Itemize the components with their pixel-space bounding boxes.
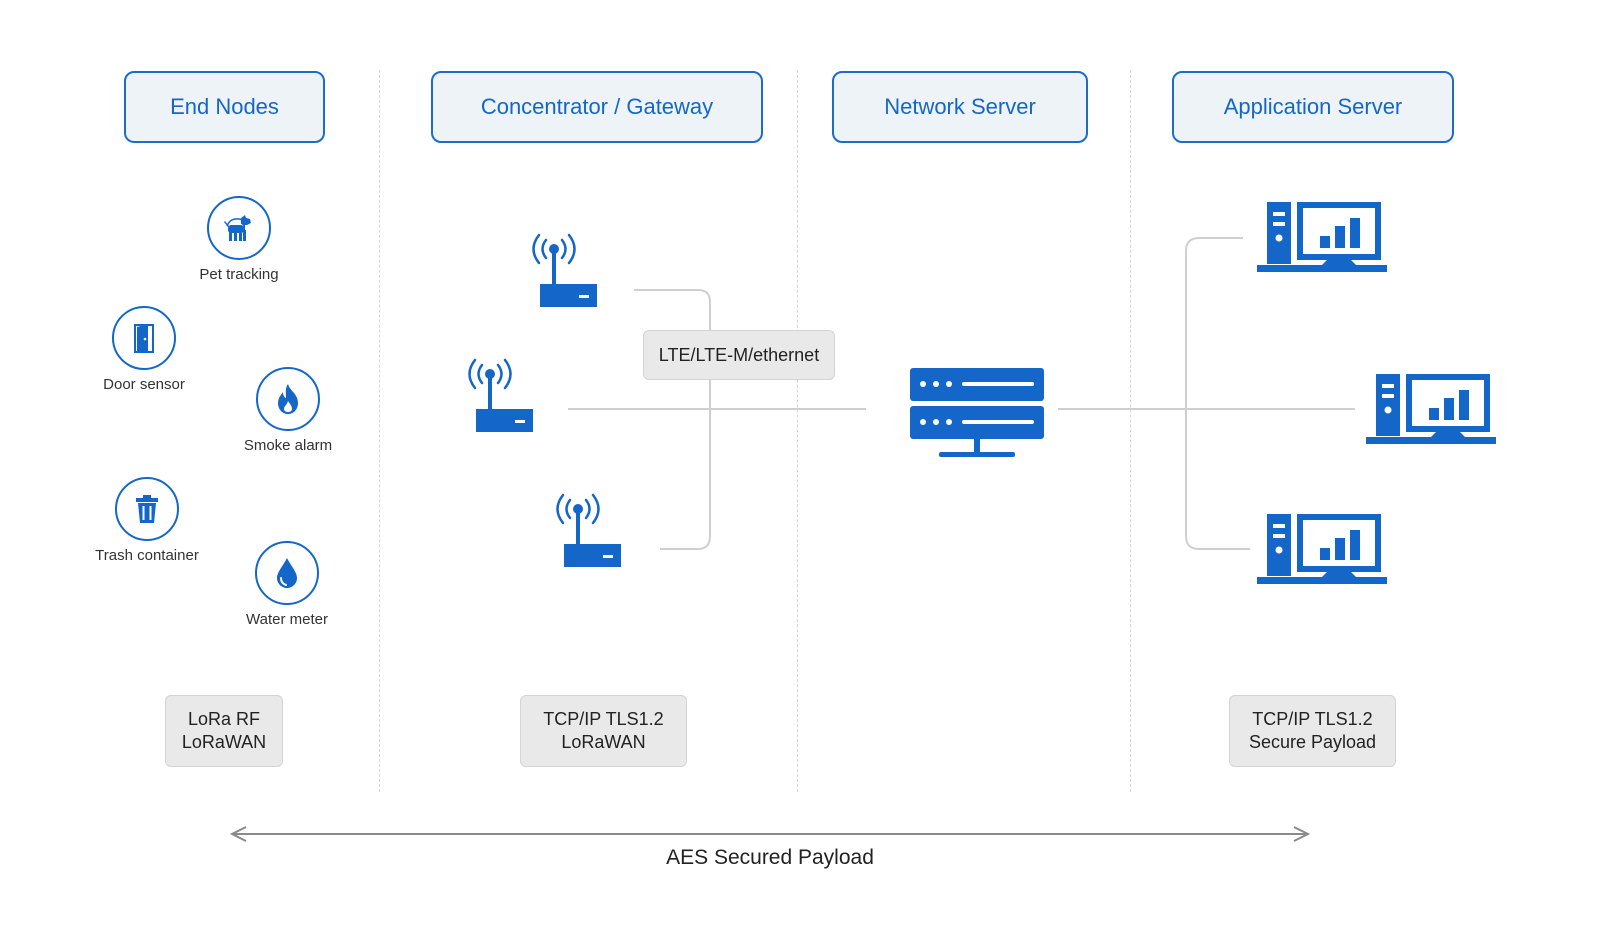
protocol-line: TCP/IP TLS1.2 (1252, 709, 1373, 729)
app-server-computer-icon (1366, 374, 1496, 444)
column-header-gateway: Concentrator / Gateway (431, 71, 763, 143)
app-server-computer-icon (1257, 202, 1387, 272)
water-drop-icon (255, 541, 319, 605)
fire-icon (256, 367, 320, 431)
protocol-line: LoRaWAN (181, 732, 267, 752)
column-divider (1130, 70, 1131, 792)
column-header-network-server: Network Server (832, 71, 1088, 143)
end-node-label: Water meter (246, 611, 328, 628)
protocol-box-application: TCP/IP TLS1.2 Secure Payload (1229, 695, 1396, 767)
protocol-line: TCP/IP TLS1.2 (543, 709, 664, 729)
column-divider (797, 70, 798, 792)
protocol-line: LoRaWAN (561, 732, 646, 752)
protocol-line: Secure Payload (1248, 732, 1377, 752)
column-header-application-server: Application Server (1172, 71, 1454, 143)
aes-payload-label: AES Secured Payload (666, 846, 874, 869)
aes-arrow-left-head (229, 826, 247, 842)
end-node-smoke-alarm: Smoke alarm (213, 367, 363, 454)
gateway-antenna-icon (468, 358, 533, 432)
app-bracket-link (1185, 237, 1250, 550)
gateway-antenna-icon (556, 493, 621, 567)
column-title: End Nodes (170, 94, 279, 119)
column-header-end-nodes: End Nodes (124, 71, 325, 143)
gateway-top-link (634, 289, 711, 550)
app-server-computer-icon (1257, 514, 1387, 584)
trash-icon (115, 477, 179, 541)
aes-arrow-right-head (1293, 826, 1311, 842)
protocol-box-end-nodes: LoRa RF LoRaWAN (165, 695, 283, 767)
column-title: Concentrator / Gateway (480, 94, 714, 119)
end-node-door-sensor: Door sensor (69, 306, 219, 393)
door-icon (112, 306, 176, 370)
dog-icon (207, 196, 271, 260)
end-node-trash-container: Trash container (72, 477, 222, 564)
end-node-water-meter: Water meter (212, 541, 362, 628)
end-node-pet-tracking: Pet tracking (164, 196, 314, 283)
end-node-label: Door sensor (103, 376, 185, 393)
column-divider (379, 70, 380, 792)
column-title: Network Server (884, 94, 1036, 119)
server-icon (910, 368, 1044, 457)
protocol-line: LoRa RF (187, 709, 261, 729)
end-node-label: Trash container (95, 547, 199, 564)
end-node-label: Pet tracking (199, 266, 279, 283)
protocol-box-gateway: TCP/IP TLS1.2 LoRaWAN (520, 695, 687, 767)
backhaul-label: LTE/LTE-M/ethernet (643, 330, 835, 380)
column-title: Application Server (1223, 94, 1403, 119)
gateway-antenna-icon (532, 233, 597, 307)
end-node-label: Smoke alarm (243, 437, 333, 454)
